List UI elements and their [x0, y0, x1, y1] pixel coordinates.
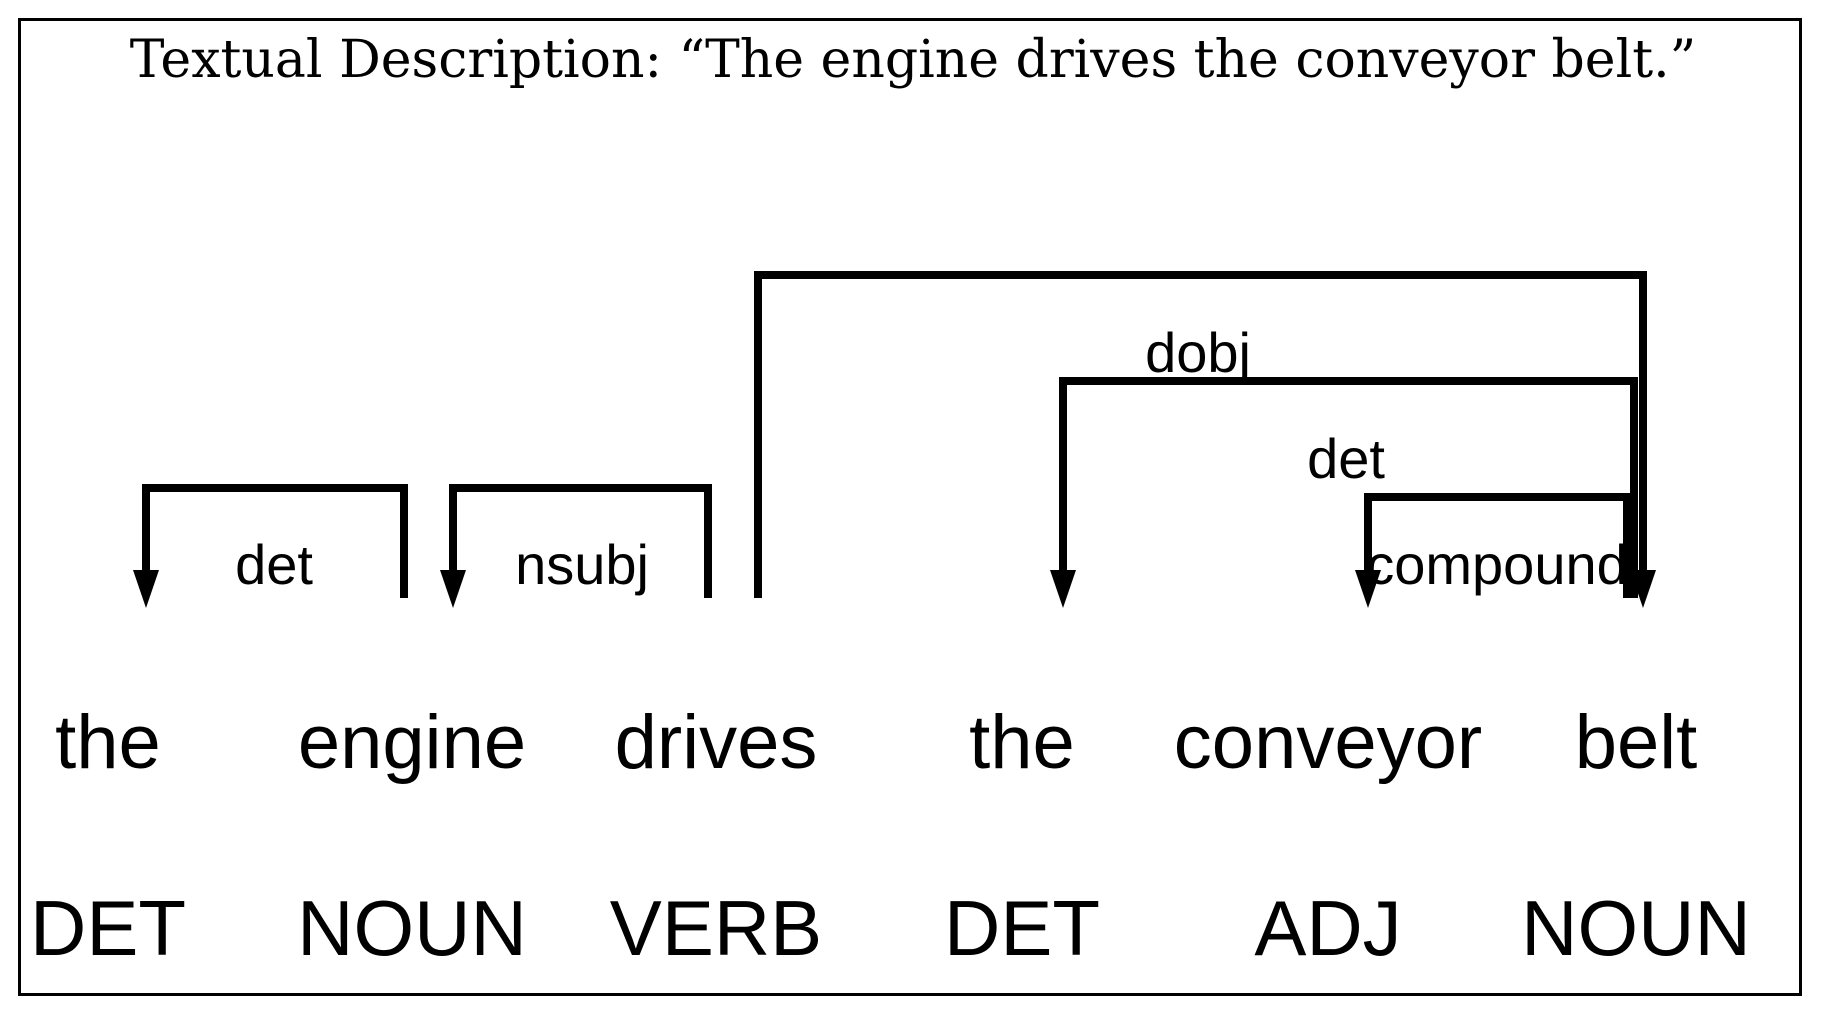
arrowhead-icon: [133, 570, 159, 608]
arc-label: det: [235, 533, 313, 596]
token-pos-tag: DET: [30, 884, 186, 972]
arc-line: [449, 484, 712, 598]
arrowhead-icon: [1050, 570, 1076, 608]
token-word: engine: [298, 700, 526, 785]
arc-compound: compound: [1355, 493, 1631, 608]
diagram-frame: [18, 18, 1802, 996]
arc-det: det: [133, 484, 408, 608]
arc-label: dobj: [1145, 321, 1251, 384]
arc-label: det: [1307, 427, 1385, 490]
arc-det: det: [1050, 377, 1638, 608]
token-word: drives: [615, 700, 818, 785]
diagram-caption: Textual Description: “The engine drives …: [129, 30, 1697, 90]
token-pos-tag: NOUN: [297, 884, 527, 972]
arc-label: compound: [1366, 533, 1628, 596]
token-word: conveyor: [1174, 700, 1482, 785]
token-pos-tag: NOUN: [1521, 884, 1751, 972]
arc-line: [1059, 377, 1638, 598]
token-word: the: [55, 700, 161, 785]
arc-line: [142, 484, 408, 598]
arc-dobj: dobj: [754, 271, 1656, 608]
token-word: the: [969, 700, 1075, 785]
arrowhead-icon: [440, 570, 466, 608]
arc-line: [754, 271, 1647, 598]
arc-line: [1364, 493, 1631, 598]
token-word: belt: [1575, 700, 1698, 785]
token-pos-tag: ADJ: [1254, 884, 1401, 972]
token-pos-tag: VERB: [610, 884, 822, 972]
token-pos-tag: DET: [944, 884, 1100, 972]
arc-nsubj: nsubj: [440, 484, 712, 608]
arrowhead-icon: [1355, 570, 1381, 608]
arc-label: nsubj: [515, 533, 649, 596]
